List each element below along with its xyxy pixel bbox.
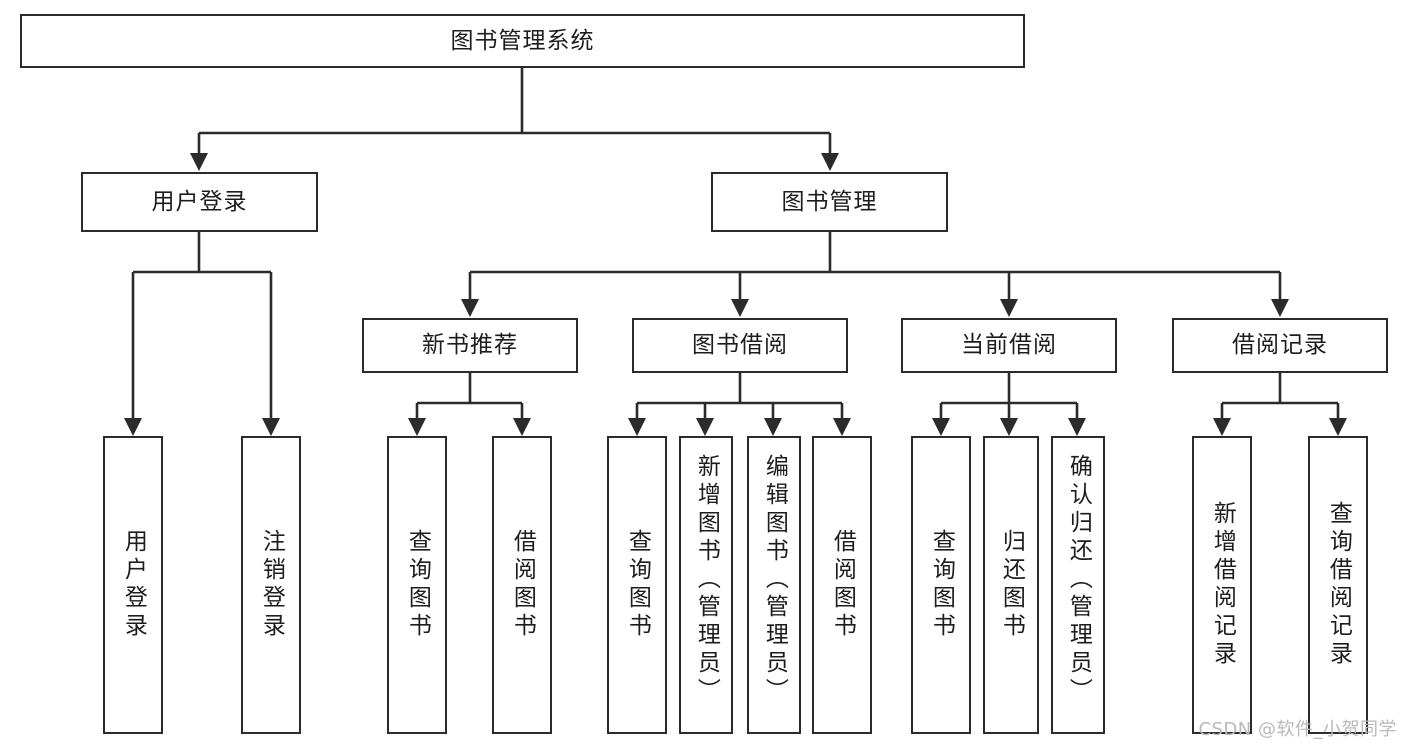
node-leaf-confirm-return[interactable]: 确认归还（管理员） <box>1051 436 1105 734</box>
node-leaf-query-book-3[interactable]: 查询图书 <box>911 436 971 734</box>
node-leaf-user-login[interactable]: 用户登录 <box>103 436 163 734</box>
node-book-manage-label: 图书管理 <box>781 188 878 215</box>
node-new-book-recommend[interactable]: 新书推荐 <box>362 318 578 373</box>
node-leaf-query-book-3-label: 查询图书 <box>928 529 955 641</box>
node-leaf-borrow-book-2-label: 借阅图书 <box>829 529 856 641</box>
node-leaf-query-book-1[interactable]: 查询图书 <box>387 436 447 734</box>
node-leaf-query-book-2[interactable]: 查询图书 <box>607 436 667 734</box>
node-leaf-borrow-book-1[interactable]: 借阅图书 <box>492 436 552 734</box>
node-leaf-return-book-label: 归还图书 <box>998 529 1025 641</box>
node-leaf-query-record[interactable]: 查询借阅记录 <box>1308 436 1368 734</box>
node-leaf-logout[interactable]: 注销登录 <box>241 436 301 734</box>
node-leaf-query-record-label: 查询借阅记录 <box>1325 501 1352 669</box>
node-current-borrow-label: 当前借阅 <box>961 332 1057 359</box>
node-borrow-record-label: 借阅记录 <box>1232 332 1328 359</box>
node-leaf-add-record-label: 新增借阅记录 <box>1209 501 1236 669</box>
node-current-borrow[interactable]: 当前借阅 <box>901 318 1117 373</box>
node-book-borrow-label: 图书借阅 <box>692 332 788 359</box>
node-leaf-query-book-2-label: 查询图书 <box>624 529 651 641</box>
node-user-login-label: 用户登录 <box>151 188 248 215</box>
node-book-manage[interactable]: 图书管理 <box>711 172 948 232</box>
node-leaf-logout-label: 注销登录 <box>258 529 285 641</box>
csdn-watermark: CSDN @软件_小贺同学 <box>1198 719 1397 740</box>
node-root[interactable]: 图书管理系统 <box>20 14 1025 68</box>
node-leaf-return-book[interactable]: 归还图书 <box>983 436 1039 734</box>
node-root-label: 图书管理系统 <box>450 27 595 54</box>
node-leaf-add-book[interactable]: 新增图书（管理员） <box>679 436 733 734</box>
node-leaf-add-record[interactable]: 新增借阅记录 <box>1192 436 1252 734</box>
node-leaf-add-book-label: 新增图书（管理员） <box>693 454 720 706</box>
node-leaf-user-login-label: 用户登录 <box>120 529 147 641</box>
node-borrow-record[interactable]: 借阅记录 <box>1172 318 1388 373</box>
node-new-book-recommend-label: 新书推荐 <box>422 332 518 359</box>
node-leaf-edit-book[interactable]: 编辑图书（管理员） <box>747 436 801 734</box>
node-leaf-confirm-return-label: 确认归还（管理员） <box>1065 454 1092 706</box>
node-leaf-query-book-1-label: 查询图书 <box>404 529 431 641</box>
node-book-borrow[interactable]: 图书借阅 <box>632 318 848 373</box>
node-leaf-edit-book-label: 编辑图书（管理员） <box>761 454 788 706</box>
node-leaf-borrow-book-2[interactable]: 借阅图书 <box>812 436 872 734</box>
node-leaf-borrow-book-1-label: 借阅图书 <box>509 529 536 641</box>
node-user-login[interactable]: 用户登录 <box>81 172 318 232</box>
